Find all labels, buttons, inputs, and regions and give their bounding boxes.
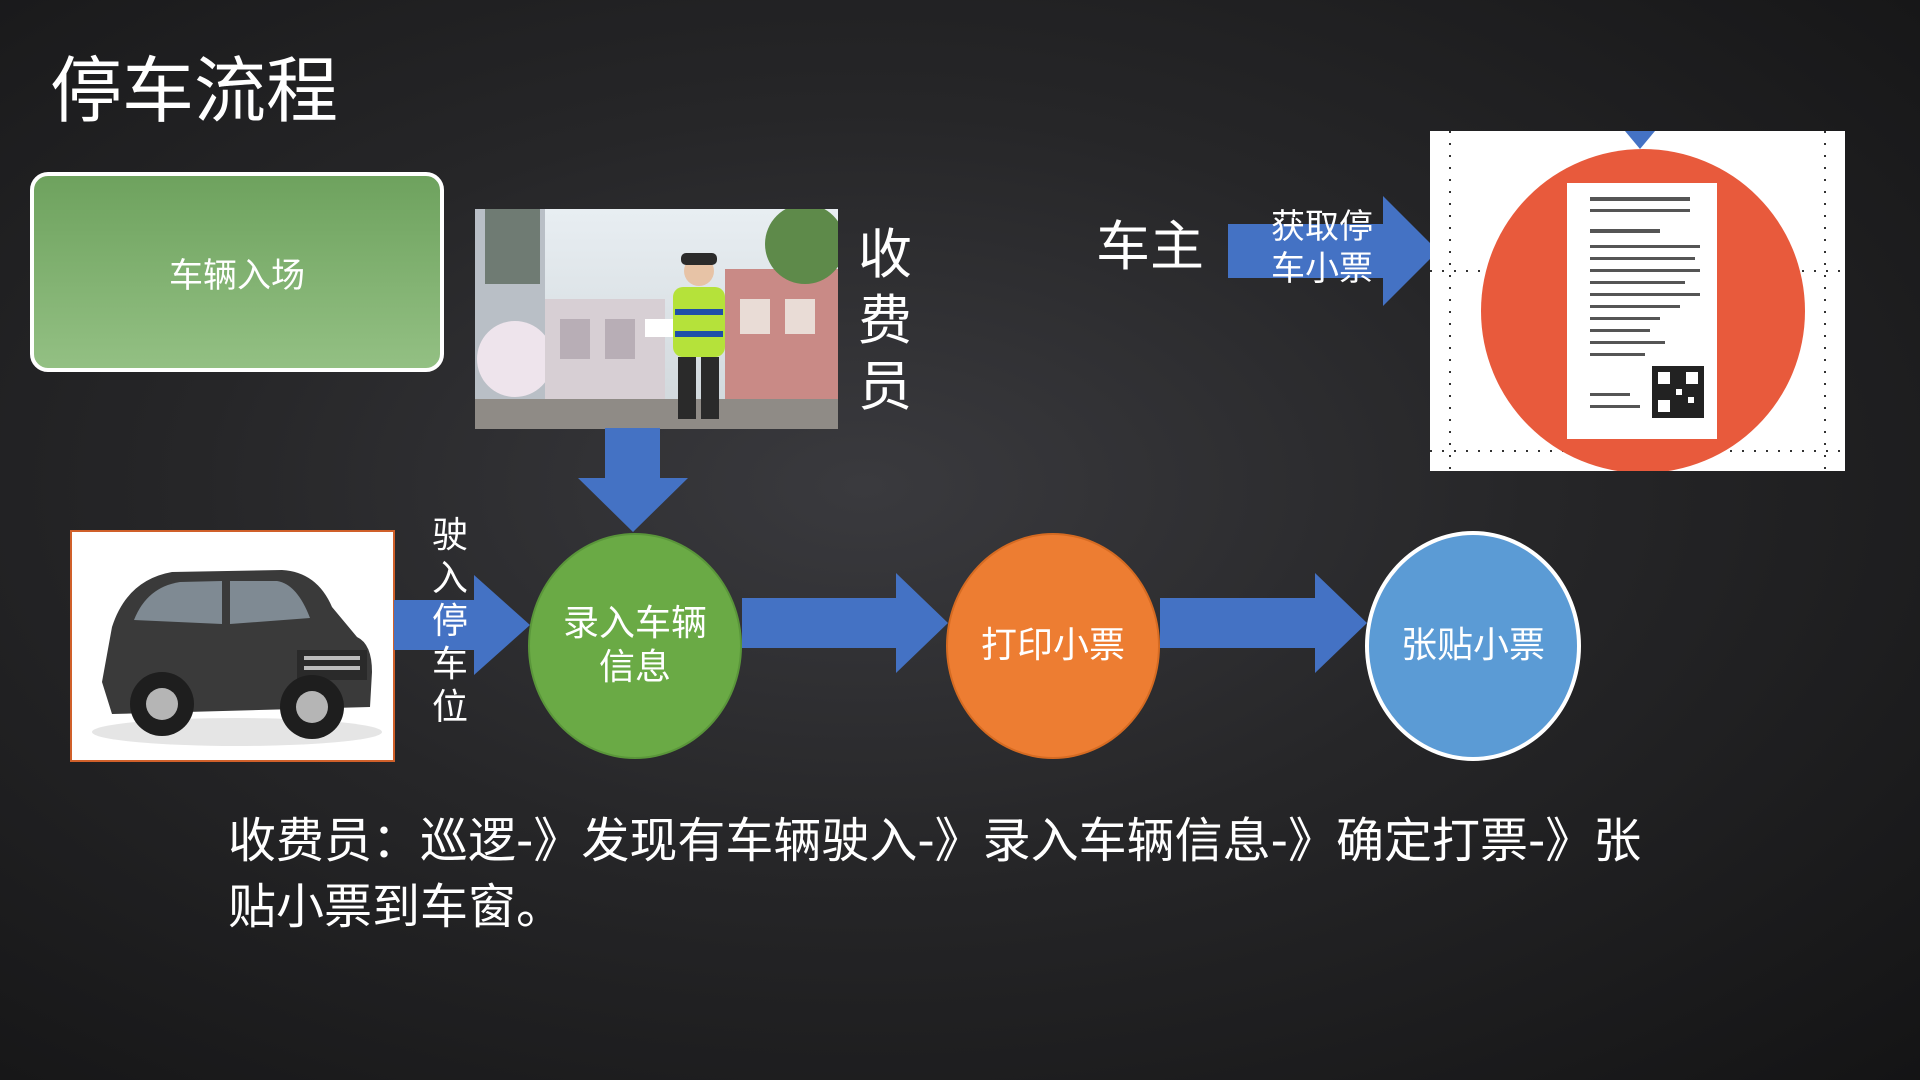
step-print-ticket: 打印小票: [946, 533, 1160, 759]
record-to-print-arrow: [742, 573, 948, 673]
car-photo: [70, 530, 395, 762]
attendant-label: 收费员: [858, 223, 912, 418]
parking-ticket-image: [1430, 131, 1845, 471]
attendant-down-arrow: [578, 428, 688, 532]
process-description: 收费员：巡逻-》发现有车辆驶入-》录入车辆信息-》确定打票-》张贴小票到车窗。: [228, 813, 1642, 935]
attendant-photo: [475, 209, 838, 429]
vehicle-entry-box: 车辆入场: [30, 172, 444, 372]
drive-in-label: 驶入停车位: [431, 515, 468, 728]
step-stick-label: 张贴小票: [1400, 625, 1545, 666]
get-ticket-arrow-label: 获取停车小票: [1271, 207, 1373, 289]
slide-title: 停车流程: [50, 49, 339, 133]
get-ticket-arrow: [1228, 196, 1438, 306]
car-owner-label: 车主: [1096, 215, 1204, 278]
print-to-stick-arrow: [1160, 573, 1367, 673]
step-record-vehicle-info: 录入车辆信息: [528, 533, 742, 759]
vehicle-entry-label: 车辆入场: [169, 255, 305, 296]
drive-in-arrow: [394, 575, 530, 675]
step-record-label: 录入车辆信息: [562, 603, 707, 688]
step-stick-ticket: 张贴小票: [1365, 531, 1581, 761]
step-print-label: 打印小票: [980, 625, 1125, 666]
